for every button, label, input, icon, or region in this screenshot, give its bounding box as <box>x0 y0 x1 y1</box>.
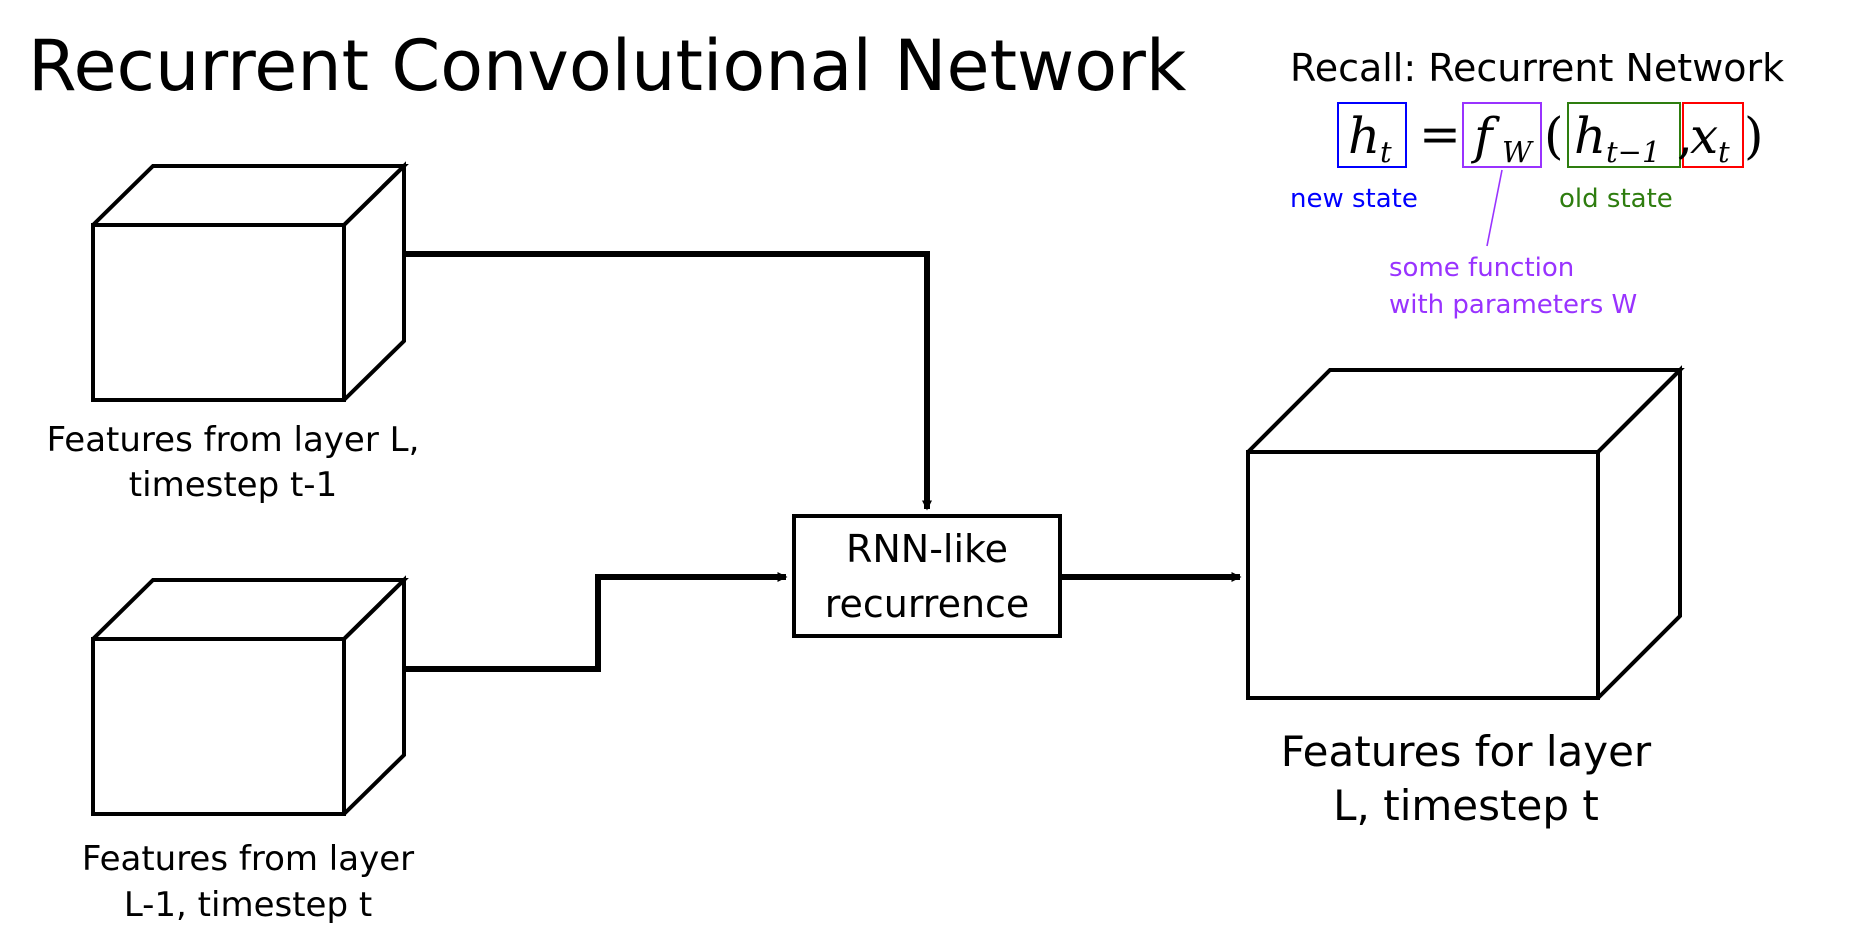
new-state-subscript: t <box>1380 135 1392 169</box>
close-paren: ) <box>1744 107 1764 165</box>
bottom-to-rnn-arrow <box>404 572 788 672</box>
new-state-box <box>1337 102 1407 168</box>
function-box <box>1462 102 1542 168</box>
input-subscript: t <box>1718 135 1730 169</box>
equals-sign: = <box>1419 105 1461 163</box>
output-cube <box>1246 365 1685 700</box>
top-input-cube <box>91 161 409 402</box>
old-state-h: h <box>1574 107 1606 165</box>
function-label-line2: with parameters W <box>1389 290 1637 320</box>
rnn-box <box>792 514 1062 638</box>
old-state-subscript: t−1 <box>1606 135 1660 169</box>
recall-heading: Recall: Recurrent Network <box>1290 46 1784 90</box>
function-pointer-line <box>1486 169 1503 247</box>
output-label-line1: Features for layer <box>1281 727 1652 776</box>
function-label-line1: some function <box>1389 253 1574 283</box>
old-state-label: old state <box>1559 184 1673 214</box>
top-input-label-line1: Features from layer L, <box>47 420 420 460</box>
open-paren: ( <box>1544 107 1564 165</box>
new-state-label: new state <box>1290 184 1418 214</box>
input-x: x <box>1690 107 1718 165</box>
function-subscript: W <box>1502 135 1534 169</box>
output-label-line2: L, timestep t <box>1333 781 1599 830</box>
bottom-input-label-line1: Features from layer <box>82 839 414 879</box>
recurrence-equation: h t = f W ( h t−1 , x t ) <box>1348 105 1764 169</box>
new-state-h: h <box>1348 107 1380 165</box>
old-state-box <box>1567 102 1681 168</box>
rnn-box-label-line1: RNN-like <box>846 527 1008 571</box>
rnn-box-label-line2: recurrence <box>825 582 1030 626</box>
top-to-rnn-arrow <box>404 251 932 511</box>
function-f: f <box>1470 107 1500 165</box>
comma: , <box>1677 107 1693 165</box>
input-box <box>1682 102 1744 168</box>
bottom-input-label-line2: L-1, timestep t <box>124 885 372 925</box>
slide-title: Recurrent Convolutional Network <box>28 25 1187 107</box>
top-input-label-line2: timestep t-1 <box>129 465 337 505</box>
bottom-input-cube <box>91 575 409 816</box>
